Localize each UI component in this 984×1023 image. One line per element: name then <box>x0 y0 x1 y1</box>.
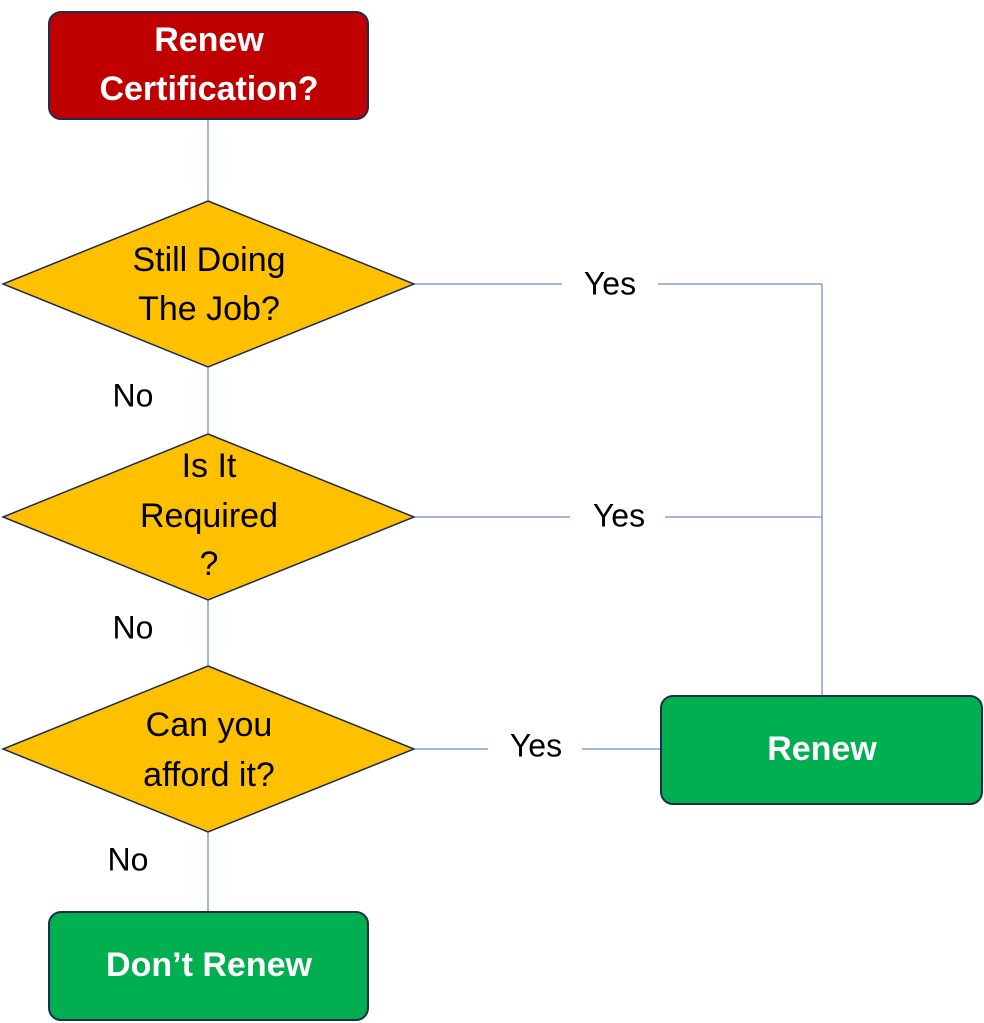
decision-is-it-required-line3: ? <box>200 545 219 583</box>
edge-label-q2-yes: Yes <box>593 497 645 533</box>
decision-can-afford-shape <box>1 665 417 833</box>
decision-still-doing-job-line2: The Job? <box>138 290 280 328</box>
edge-label-q1-yes: Yes <box>584 265 636 301</box>
edge-label-q3-no: No <box>108 841 149 877</box>
start-node-box <box>48 11 369 120</box>
edge-label-q1-no: No <box>113 377 154 413</box>
decision-is-it-required-shape <box>1 433 417 601</box>
edge-labels: Yes No Yes No Yes No <box>108 265 646 877</box>
dont-renew-node: Don’t Renew <box>48 911 369 1021</box>
start-node-line2: Certification? <box>99 70 318 108</box>
dont-renew-node-box <box>48 911 369 1021</box>
edge-label-q2-no: No <box>113 609 154 645</box>
renew-node-box <box>660 695 983 805</box>
connectors <box>207 120 823 912</box>
decision-still-doing-job: Still Doing The Job? <box>1 200 417 368</box>
decision-is-it-required-line2: Required <box>140 497 278 535</box>
renew-node-label: Renew <box>767 730 877 768</box>
dont-renew-node-label: Don’t Renew <box>106 946 312 984</box>
decision-can-afford-line2: afford it? <box>143 756 275 794</box>
start-node-line1: Renew <box>154 21 264 59</box>
decision-is-it-required: Is It Required ? <box>1 433 417 601</box>
decision-can-afford-line1: Can you <box>146 706 273 744</box>
decision-can-afford: Can you afford it? <box>1 665 417 833</box>
decision-still-doing-job-shape <box>1 200 417 368</box>
renew-node: Renew <box>660 695 983 805</box>
decision-still-doing-job-line1: Still Doing <box>132 241 285 279</box>
decision-is-it-required-line1: Is It <box>182 447 237 485</box>
edge-label-q3-yes: Yes <box>510 727 562 763</box>
start-node: Renew Certification? <box>48 11 369 120</box>
